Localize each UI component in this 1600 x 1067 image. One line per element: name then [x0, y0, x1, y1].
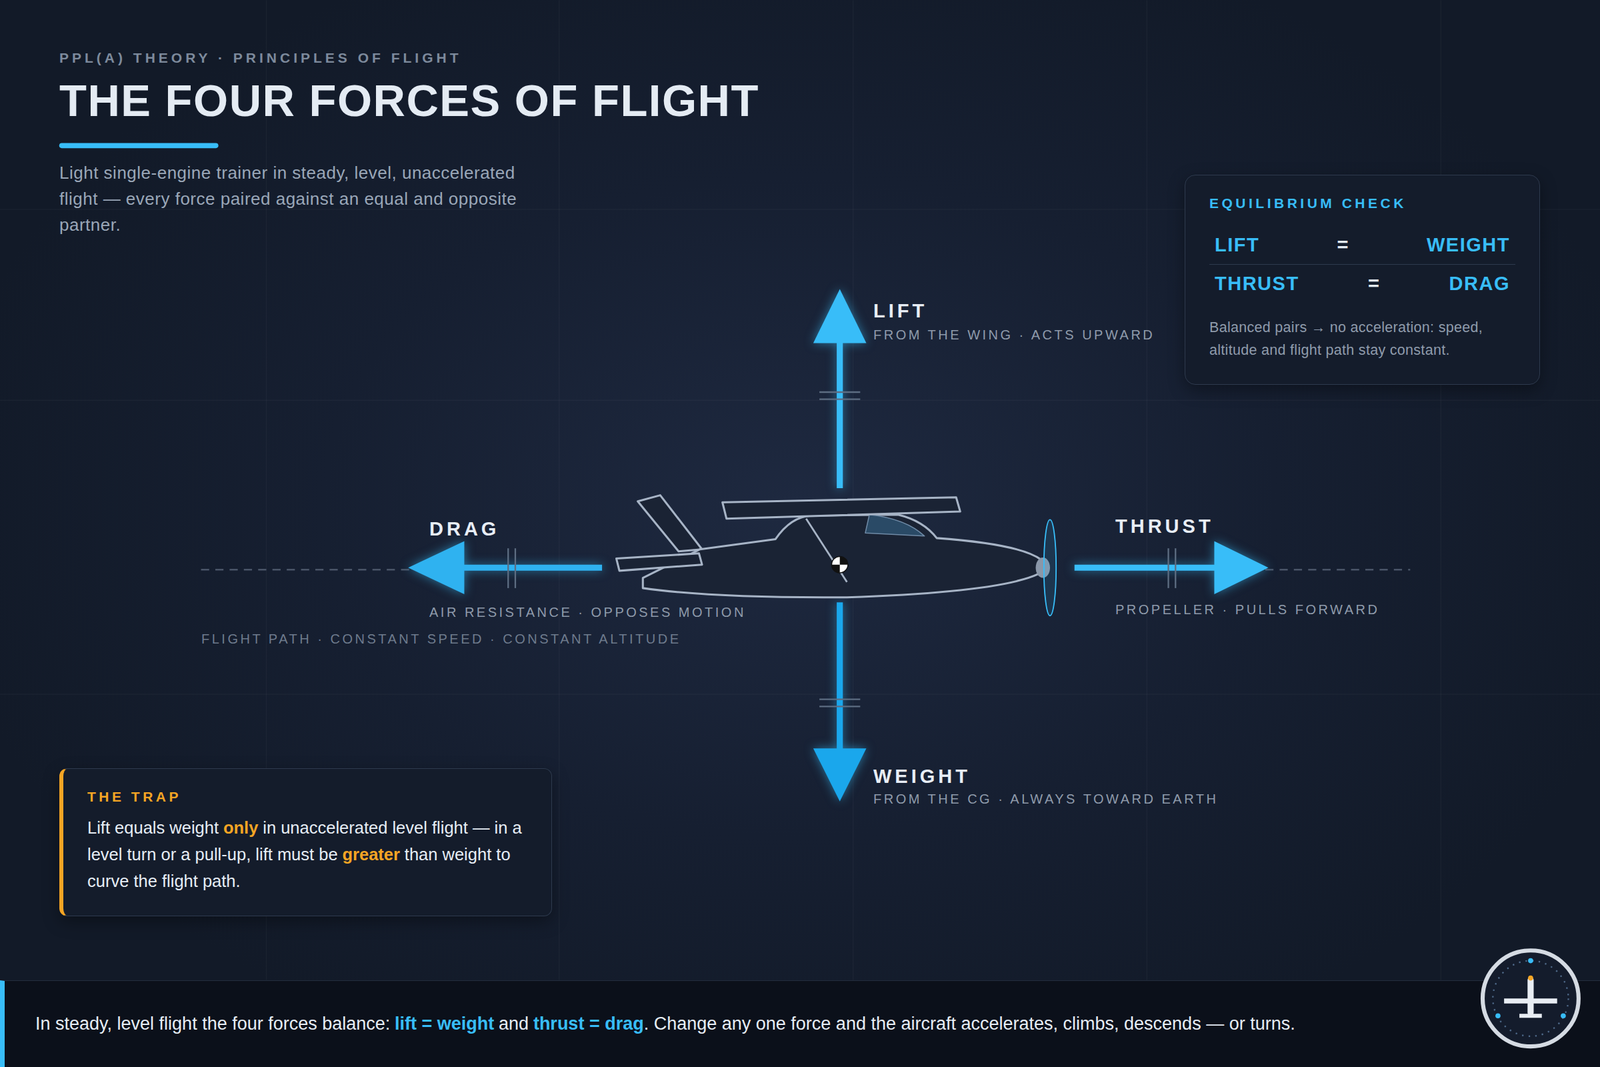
fuselage [642, 514, 1044, 598]
weight-arrowhead [813, 748, 867, 802]
force-name: THRUST [1115, 514, 1214, 538]
logo-badge-part [1560, 1012, 1566, 1018]
horizontal-stabilizer [616, 553, 702, 571]
grid-part [0, 399, 1600, 401]
tail-fin [638, 495, 702, 552]
lift-arrowhead [813, 288, 867, 343]
equal-ticks-part [1167, 548, 1169, 588]
panel-note: Balanced pairs → no acceleration: speed,… [1209, 316, 1516, 362]
force-note: AIR RESISTANCE · OPPOSES MOTION [429, 604, 746, 620]
weight-arrow [836, 602, 843, 754]
equal-ticks-part [819, 391, 860, 393]
grid-part [1440, 0, 1442, 980]
grid-part [0, 693, 1600, 695]
drag-arrow [459, 564, 602, 571]
propeller-disc [1044, 519, 1056, 616]
equation-row: LIFT = WEIGHT [1209, 226, 1516, 265]
cg-symbol [831, 556, 848, 572]
flight-path-line-part [201, 568, 414, 570]
logo-badge-part [1528, 958, 1534, 964]
summary-text: and [498, 1013, 529, 1034]
summary-line: In steady, level flight the four forces … [35, 1013, 1296, 1034]
callout-heading: THE TRAP [87, 788, 528, 805]
equal-ticks-part [1174, 548, 1176, 588]
windshield [865, 514, 925, 536]
equal-ticks-part [507, 548, 509, 588]
highlight-word: greater [342, 844, 400, 864]
grid-part [1146, 0, 1148, 980]
lift-arrow [836, 336, 843, 488]
force-term: DRAG [1449, 272, 1510, 295]
force-note: PROPELLER · PULLS FORWARD [1115, 601, 1380, 618]
flight-path-line-part [1265, 568, 1410, 570]
highlight-formula: thrust = drag [533, 1013, 644, 1034]
highlight-formula: lift = weight [394, 1013, 494, 1034]
logo-badge-part-part [1527, 976, 1534, 1016]
callout-body: Lift equals weightonlyin unaccelerated l… [87, 814, 528, 894]
force-term: THRUST [1214, 272, 1300, 295]
logo-badge-part [1495, 1012, 1501, 1018]
logo-badge-part [1504, 976, 1558, 1018]
force-note: FROM THE WING · ACTS UPWARD [873, 326, 1155, 343]
force-note: FROM THE CG · ALWAYS TOWARD EARTH [873, 790, 1218, 807]
logo-badge-part [1528, 975, 1534, 981]
force-arrows [408, 288, 1268, 801]
aircraft [616, 495, 1056, 616]
equal-ticks-part [819, 698, 860, 700]
summary-text: In steady, level flight the four forces … [35, 1013, 390, 1034]
section-kicker: PPL(A) THEORY · PRINCIPLES OF FLIGHT [59, 49, 462, 66]
equal-ticks-part [819, 398, 860, 400]
cg-symbol-part [831, 556, 848, 572]
equals-sign: = [1368, 272, 1380, 295]
highlight-word: only [223, 818, 258, 837]
equal-ticks-part [819, 705, 860, 707]
page-title: THE FOUR FORCES OF FLIGHT [59, 78, 760, 123]
grid-part [852, 0, 854, 980]
logo-badge-part-part [1504, 998, 1558, 1004]
callout-text: Lift equals weight [87, 818, 219, 837]
force-name: WEIGHT [873, 764, 971, 788]
panel-heading: EQUILIBRIUM CHECK [1209, 195, 1516, 212]
force-term: WEIGHT [1426, 234, 1510, 256]
flight-path-label: FLIGHT PATH · CONSTANT SPEED · CONSTANT … [201, 630, 682, 647]
drag-arrowhead [408, 540, 464, 594]
thrust-arrowhead [1214, 540, 1268, 594]
grid [0, 0, 1600, 980]
grid-part [558, 0, 560, 980]
trap-callout: THE TRAP Lift equals weightonlyin unaccel… [59, 768, 552, 916]
cg-symbol-part [831, 564, 840, 573]
logo-badge-part [1492, 960, 1568, 1036]
equilibrium-panel: EQUILIBRIUM CHECK LIFT = WEIGHT THRUST = DRAG B… [1184, 174, 1540, 385]
wing [722, 497, 961, 519]
equals-sign: = [1336, 234, 1349, 256]
summary-bar: In steady, level flight the four forces … [0, 980, 1600, 1067]
force-term: LIFT [1214, 234, 1260, 256]
subtitle: Light single-engine trainer in steady, l… [59, 160, 553, 238]
equal-ticks [508, 392, 1176, 706]
summary-text: . Change any one force and the aircraft … [644, 1013, 1296, 1034]
title-underline [59, 143, 219, 149]
thrust-arrow [1074, 564, 1220, 571]
logo-badge-part-part [1519, 1013, 1542, 1018]
force-name: DRAG [429, 517, 500, 541]
force-name: LIFT [873, 299, 928, 323]
equation-row: THRUST = DRAG [1209, 264, 1516, 303]
equal-ticks-part [514, 548, 516, 588]
logo-badge-part [1482, 950, 1579, 1046]
cg-symbol-part [840, 556, 848, 564]
